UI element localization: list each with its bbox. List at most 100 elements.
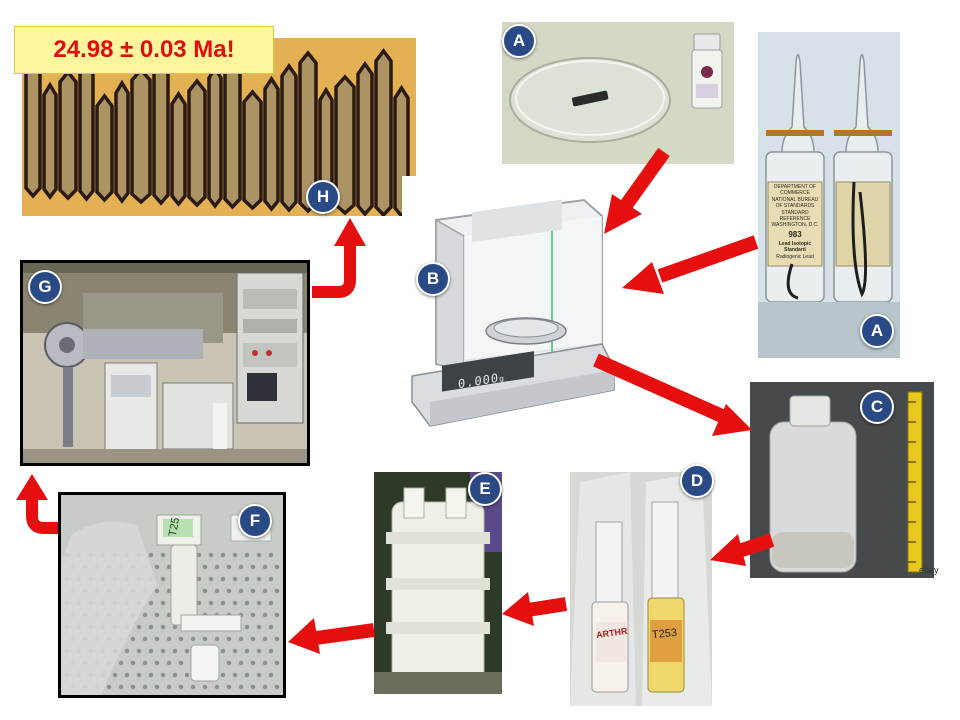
analytical-balance-photo: 0.000g bbox=[402, 176, 616, 428]
hood-hole bbox=[232, 672, 238, 678]
hood-hole bbox=[220, 552, 226, 558]
hood-hole bbox=[244, 648, 250, 654]
hood-hole bbox=[274, 684, 280, 690]
hood-hole bbox=[226, 636, 232, 642]
hood-hole bbox=[262, 636, 268, 642]
hood-hole bbox=[268, 576, 274, 582]
hood-hole bbox=[148, 624, 154, 630]
zircon-crystal bbox=[95, 93, 114, 203]
hood-hole bbox=[250, 660, 256, 666]
hood-hole bbox=[238, 636, 244, 642]
panel-label-h: H bbox=[306, 180, 340, 214]
hood-hole bbox=[124, 648, 130, 654]
hood-hole bbox=[160, 552, 166, 558]
hood-hole bbox=[238, 684, 244, 690]
panel-label-b: B bbox=[416, 262, 450, 296]
hood-hole bbox=[268, 672, 274, 678]
hood-hole bbox=[142, 684, 148, 690]
hood-hole bbox=[244, 552, 250, 558]
hood-hole bbox=[220, 600, 226, 606]
hood-hole bbox=[166, 660, 172, 666]
hood-hole bbox=[220, 672, 226, 678]
panel-label-d: D bbox=[680, 464, 714, 498]
zircon-crystal bbox=[374, 48, 393, 216]
hood-hole bbox=[160, 648, 166, 654]
zircon-crystal bbox=[42, 81, 58, 200]
hood-hole bbox=[154, 588, 160, 594]
hood-hole bbox=[148, 672, 154, 678]
hood-hole bbox=[274, 612, 280, 618]
hood-hole bbox=[238, 660, 244, 666]
hood-hole bbox=[274, 564, 280, 570]
hood-hole bbox=[208, 576, 214, 582]
hood-hole bbox=[268, 648, 274, 654]
hood-hole bbox=[118, 660, 124, 666]
hood-hole bbox=[142, 636, 148, 642]
hood-hole bbox=[154, 660, 160, 666]
hood-hole bbox=[232, 552, 238, 558]
hood-hole bbox=[196, 600, 202, 606]
hood-hole bbox=[190, 636, 196, 642]
hood-hole bbox=[244, 576, 250, 582]
arrow-standard-to-balance bbox=[622, 235, 759, 294]
hood-hole bbox=[232, 600, 238, 606]
zircon-crystal bbox=[78, 55, 95, 202]
hood-hole bbox=[184, 648, 190, 654]
hood-hole bbox=[160, 672, 166, 678]
hood-hole bbox=[130, 660, 136, 666]
reference-label-text: DEPARTMENT OF COMMERCE NATIONAL BUREAU O… bbox=[771, 184, 819, 260]
hood-hole bbox=[208, 552, 214, 558]
hood-hole bbox=[130, 684, 136, 690]
arrow-vials-to-vessel bbox=[502, 592, 568, 626]
hood-hole bbox=[244, 672, 250, 678]
hood-hole bbox=[238, 588, 244, 594]
hood-hole bbox=[148, 600, 154, 606]
hood-hole bbox=[178, 636, 184, 642]
lead-reference-standard-photo: DEPARTMENT OF COMMERCE NATIONAL BUREAU O… bbox=[758, 32, 900, 358]
arrow-vessel-to-chemistry bbox=[288, 618, 375, 654]
hood-hole bbox=[262, 684, 268, 690]
hood-hole bbox=[202, 636, 208, 642]
zircon-crystal bbox=[130, 67, 152, 205]
hood-hole bbox=[118, 684, 124, 690]
arrow-chemistry-to-spectrometer bbox=[16, 474, 58, 534]
hood-hole bbox=[160, 624, 166, 630]
hood-hole bbox=[130, 636, 136, 642]
hood-hole bbox=[226, 564, 232, 570]
hood-hole bbox=[256, 576, 262, 582]
zircon-crystal bbox=[170, 90, 187, 207]
hood-hole bbox=[214, 564, 220, 570]
hood-hole bbox=[142, 660, 148, 666]
hood-hole bbox=[262, 588, 268, 594]
hood-hole bbox=[274, 588, 280, 594]
watermark-text: ebay bbox=[919, 565, 939, 575]
zircon-crystal bbox=[356, 60, 374, 216]
hood-hole bbox=[232, 648, 238, 654]
sample-vials-photo: ARTHR T253 bbox=[570, 472, 712, 706]
hood-hole bbox=[136, 648, 142, 654]
hood-hole bbox=[148, 648, 154, 654]
hood-hole bbox=[226, 660, 232, 666]
hood-hole bbox=[250, 588, 256, 594]
panel-label-e: E bbox=[468, 472, 502, 506]
hood-hole bbox=[214, 588, 220, 594]
zircon-crystal bbox=[152, 53, 170, 206]
hood-hole bbox=[184, 672, 190, 678]
panel-label-a-right: A bbox=[860, 314, 894, 348]
hood-hole bbox=[268, 624, 274, 630]
hood-hole bbox=[256, 648, 262, 654]
hood-hole bbox=[154, 564, 160, 570]
zircon-crystal bbox=[58, 69, 78, 201]
hood-hole bbox=[214, 636, 220, 642]
hood-hole bbox=[250, 612, 256, 618]
hood-hole bbox=[136, 624, 142, 630]
hood-hole bbox=[172, 624, 178, 630]
zircon-crystal bbox=[114, 79, 130, 204]
petri-dish-sample-photo bbox=[502, 22, 734, 164]
hood-hole bbox=[262, 612, 268, 618]
hood-hole bbox=[238, 564, 244, 570]
hood-hole bbox=[178, 684, 184, 690]
digestion-vessel-photo bbox=[374, 472, 502, 694]
hood-hole bbox=[214, 684, 220, 690]
hood-hole bbox=[250, 636, 256, 642]
